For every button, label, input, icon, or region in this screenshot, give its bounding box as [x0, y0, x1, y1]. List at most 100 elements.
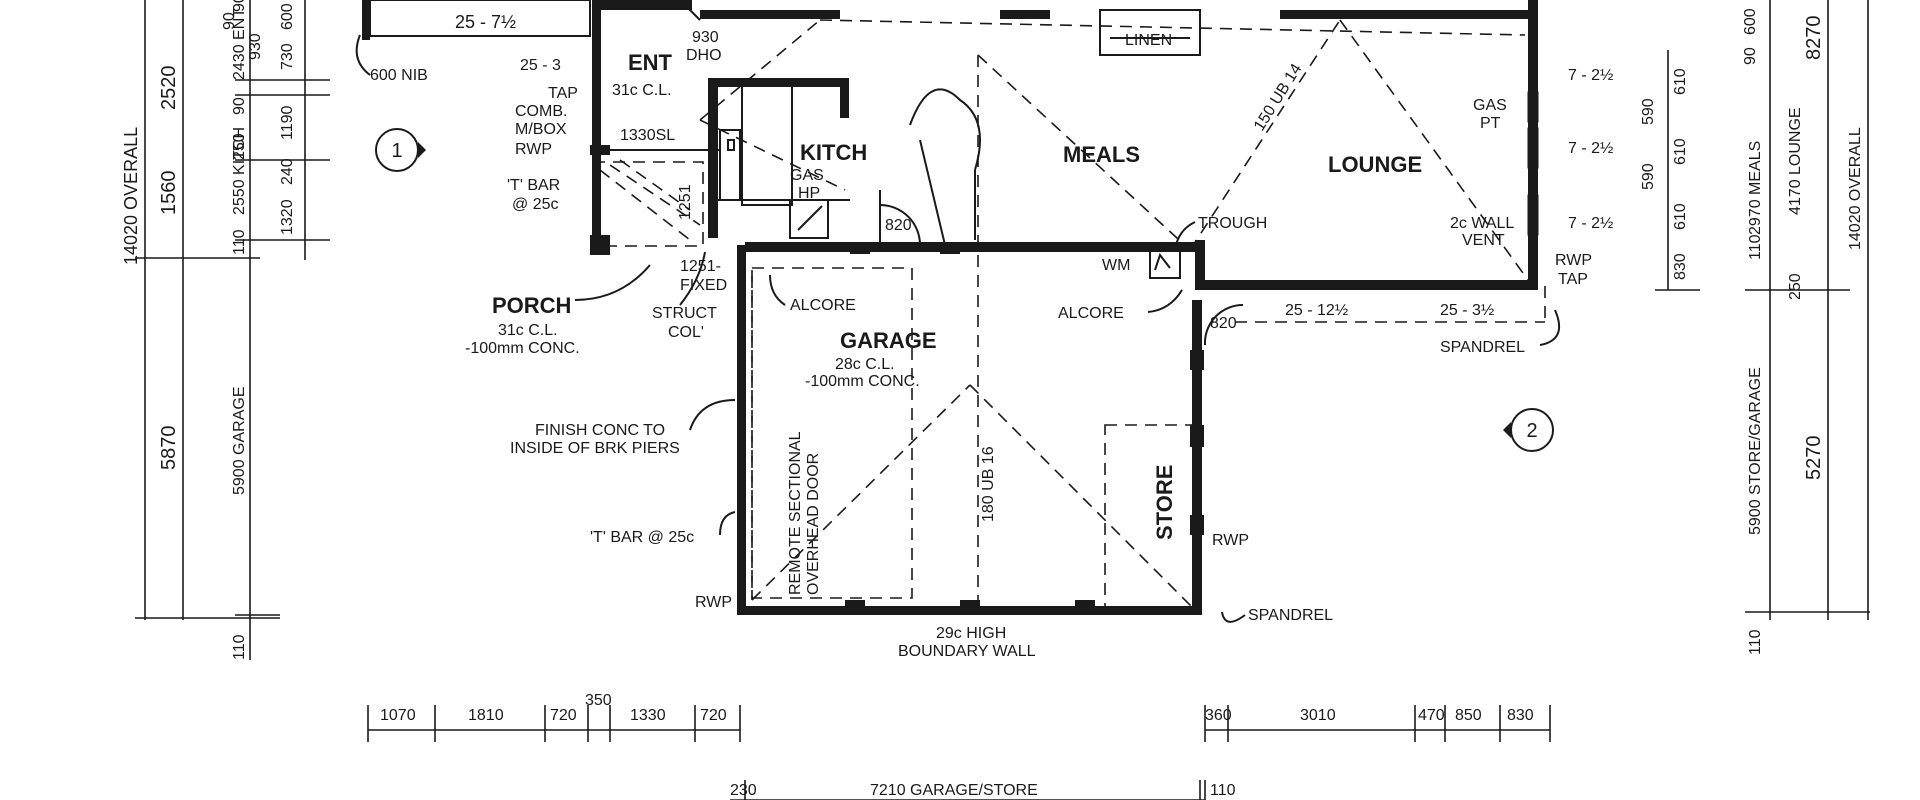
- dim-110-bottom: 110: [1210, 782, 1236, 799]
- note-820-kitch: 820: [885, 217, 912, 234]
- room-garage: GARAGE: [840, 328, 937, 353]
- dim-610b: 610: [1672, 138, 1689, 165]
- dim-470: 470: [1418, 707, 1445, 724]
- right-dimensions: 600 90 610 590 610 590 610 830 2970 MEAL…: [1640, 0, 1870, 655]
- note-alcore-garage: ALCORE: [790, 297, 856, 314]
- dim-830-right: 830: [1672, 253, 1689, 280]
- note-gas-pt: GAS: [1473, 97, 1507, 114]
- note-1330sl: 1330SL: [620, 127, 675, 144]
- note-gas: GAS: [790, 167, 824, 184]
- note-tbar: 'T' BAR: [507, 177, 560, 194]
- note-alcore-meals: ALCORE: [1058, 305, 1124, 322]
- dim-850: 850: [1455, 707, 1482, 724]
- dim-1810: 1810: [468, 707, 504, 724]
- note-930: 930: [692, 29, 719, 46]
- section-marker-1: 1: [375, 128, 426, 172]
- dim-14020-overall-right: 14020 OVERALL: [1847, 127, 1864, 250]
- note-tbar-garage: 'T' BAR @ 25c: [590, 529, 694, 546]
- dim-240: 240: [279, 158, 296, 185]
- fixtures: [595, 0, 1525, 346]
- note-25-3: 25 - 3: [520, 57, 561, 74]
- dim-590a: 590: [1640, 98, 1657, 125]
- note-hp: HP: [798, 185, 820, 202]
- dim-5900-garage: 5900 GARAGE: [231, 387, 248, 496]
- dim-110-left-a: 110: [231, 229, 248, 255]
- note-7-2-top: 7 - 2½: [1568, 67, 1613, 84]
- dim-8270: 8270: [1803, 16, 1825, 61]
- note-150ub14: 150 UB 14: [1251, 61, 1306, 134]
- dim-350: 350: [585, 692, 612, 709]
- dim-14020-overall-left: 14020 OVERALL: [121, 127, 141, 265]
- note-vent: VENT: [1462, 232, 1505, 249]
- dim-7210-garage-store: 7210 GARAGE/STORE: [870, 782, 1038, 799]
- note-tap-lounge: TAP: [1558, 271, 1588, 288]
- dim-110-right-a: 110: [1747, 234, 1764, 260]
- dim-250-right: 250: [1787, 273, 1804, 300]
- room-kitch: KITCH: [800, 140, 867, 165]
- note-rwp-store: RWP: [1212, 532, 1249, 549]
- dim-360: 360: [1205, 707, 1232, 724]
- note-trough: TROUGH: [1198, 215, 1267, 232]
- note-rwp-garage: RWP: [695, 594, 732, 611]
- dim-1320: 1320: [279, 199, 296, 235]
- note-rwp-ent: RWP: [515, 141, 552, 158]
- room-linen: LINEN: [1125, 32, 1172, 49]
- note-rwp-lounge: RWP: [1555, 252, 1592, 269]
- bottom-dimensions: 1070 1810 720 350 1330 720 360 3010 470 …: [367, 692, 1551, 800]
- dim-90-right: 90: [1742, 47, 1759, 65]
- dim-5270: 5270: [1803, 436, 1825, 481]
- dim-830: 830: [1507, 707, 1534, 724]
- dim-730: 730: [279, 43, 296, 70]
- dim-4170-lounge: 4170 LOUNGE: [1787, 107, 1804, 215]
- dim-600-right: 600: [1742, 8, 1759, 35]
- room-labels: ENT KITCH MEALS LOUNGE PORCH GARAGE STOR…: [492, 32, 1422, 540]
- dim-3010: 3010: [1300, 707, 1336, 724]
- note-29c-high: 29c HIGH: [936, 625, 1006, 642]
- dim-1070: 1070: [380, 707, 416, 724]
- note-garage-cl: 28c C.L.: [835, 356, 895, 373]
- dashed-beams: [592, 19, 1546, 611]
- note-fixed: FIXED: [680, 277, 727, 294]
- section-marker-2: 2: [1503, 408, 1554, 452]
- note-spandrel-lower: SPANDREL: [1248, 607, 1333, 624]
- dim-2550-kitch: 2550 KITCH: [231, 127, 248, 215]
- note-spandrel-upper: SPANDREL: [1440, 339, 1525, 356]
- note-finish-conc: FINISH CONC TO: [535, 422, 665, 439]
- note-25-3h: 25 - 3½: [1440, 302, 1494, 319]
- dim-90b: 90: [231, 97, 248, 115]
- room-meals: MEALS: [1063, 142, 1140, 167]
- dim-230: 230: [730, 782, 757, 799]
- note-dho: DHO: [686, 47, 722, 64]
- dim-90a: 90: [221, 12, 238, 30]
- dim-90c: 90: [231, 0, 248, 12]
- note-boundary-wall: BOUNDARY WALL: [898, 643, 1036, 660]
- note-820-laundry: 820: [1210, 315, 1237, 332]
- note-1251-vertical: 1251: [677, 184, 694, 220]
- note-25-12: 25 - 12½: [1285, 302, 1348, 319]
- note-25-7: 25 - 7½: [455, 12, 516, 32]
- annotations: 25 - 7½ 600 NIB 25 - 3 31c C.L. 930 DHO …: [355, 12, 1613, 660]
- dim-600-left: 600: [279, 3, 296, 30]
- room-lounge: LOUNGE: [1328, 152, 1422, 177]
- note-180ub16: 180 UB 16: [980, 446, 997, 522]
- note-brk-piers: INSIDE OF BRK PIERS: [510, 440, 680, 457]
- note-wm: WM: [1102, 257, 1130, 274]
- note-remote-sectional: REMOTE SECTIONAL: [787, 431, 804, 595]
- note-garage-conc: -100mm CONC.: [805, 373, 920, 390]
- dim-5870: 5870: [158, 426, 180, 471]
- note-pt: PT: [1480, 115, 1501, 132]
- note-tap: TAP: [548, 85, 578, 102]
- dim-590b: 590: [1640, 163, 1657, 190]
- dim-930-left: 930: [247, 33, 264, 60]
- dim-5900-store-garage: 5900 STORE/GARAGE: [1747, 367, 1764, 535]
- note-struct: STRUCT: [652, 305, 717, 322]
- note-7-2-low: 7 - 2½: [1568, 215, 1613, 232]
- room-porch: PORCH: [492, 293, 571, 318]
- note-porch-cl: 31c C.L.: [498, 322, 558, 339]
- marker-2-label: 2: [1526, 420, 1537, 442]
- note-col: COL': [668, 324, 704, 341]
- dim-720b: 720: [700, 707, 727, 724]
- note-mbox: M/BOX: [515, 121, 567, 138]
- note-2c-wall: 2c WALL: [1450, 215, 1514, 232]
